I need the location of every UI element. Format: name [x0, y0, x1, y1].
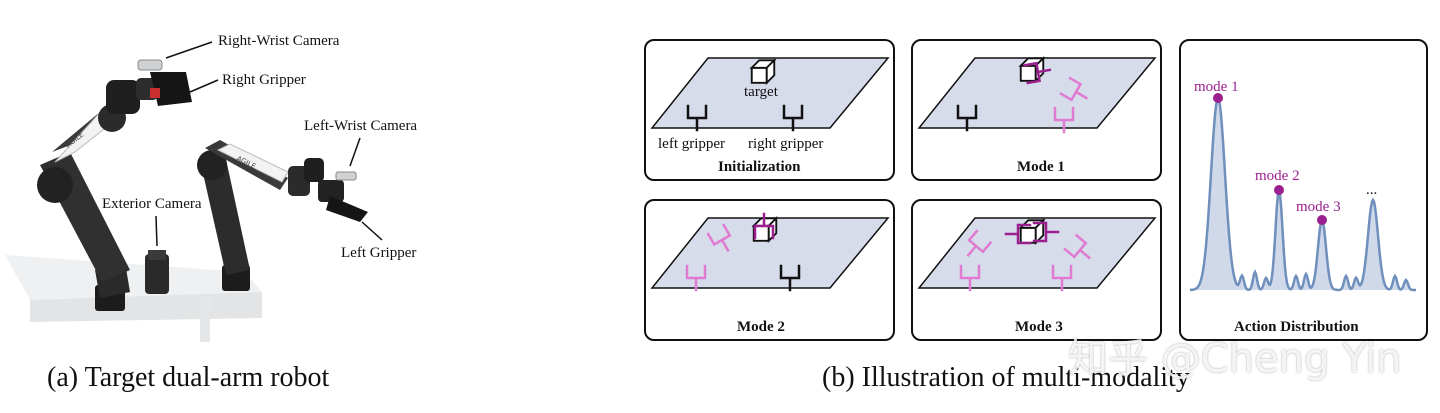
- distribution-area: [1190, 98, 1416, 290]
- panel-mode3: [911, 199, 1162, 341]
- callout-left-wrist: [349, 137, 361, 167]
- init-left-gripper-label: left gripper: [658, 136, 726, 152]
- init-target-cube: [750, 59, 776, 84]
- peak-label-mode1: mode 1: [1194, 79, 1239, 95]
- panel-mode2: [644, 199, 895, 341]
- init-right-gripper-label: right gripper: [748, 136, 824, 152]
- panel-initialization: [644, 39, 895, 181]
- init-plane: [650, 57, 890, 129]
- peak-marker-mode1: [1213, 93, 1223, 103]
- robot-illustration: AGILE AGILE: [5, 41, 383, 342]
- caption-a: (a) Target dual-arm robot: [47, 362, 330, 393]
- label-left-wrist-camera: Left-Wrist Camera: [304, 118, 418, 134]
- multimodality-diagram: mode 1 mode 2 mode 3 ...: [644, 39, 1428, 341]
- peak-label-mode3: mode 3: [1296, 199, 1341, 215]
- panel-action-distribution: mode 1 mode 2 mode 3 ...: [1179, 39, 1428, 341]
- mode3-panel-title: Mode 3: [1015, 319, 1063, 335]
- exterior-camera: [145, 250, 169, 294]
- mode1-panel-title: Mode 1: [1017, 159, 1065, 175]
- distribution-panel-title: Action Distribution: [1234, 319, 1359, 335]
- table-top: [5, 255, 262, 300]
- callout-exterior: [155, 215, 158, 247]
- peak-label-more: ...: [1366, 182, 1377, 198]
- init-panel-title: Initialization: [718, 159, 801, 175]
- callout-left-gripper: [361, 221, 383, 241]
- label-left-gripper: Left Gripper: [341, 245, 417, 261]
- distribution-curve: [1190, 95, 1416, 292]
- caption-b: (b) Illustration of multi-modality: [822, 362, 1190, 393]
- mode1-plane: [917, 57, 1157, 129]
- init-target-label: target: [744, 84, 778, 100]
- callout-right-wrist: [165, 41, 213, 59]
- label-exterior-camera: Exterior Camera: [102, 196, 202, 212]
- mode2-plane: [650, 217, 890, 289]
- panel-mode1: [911, 39, 1162, 181]
- table-leg: [200, 296, 210, 342]
- mode2-panel-title: Mode 2: [737, 319, 785, 335]
- label-right-wrist-camera: Right-Wrist Camera: [218, 33, 340, 49]
- peak-marker-mode3: [1317, 215, 1327, 225]
- peak-label-mode2: mode 2: [1255, 168, 1300, 184]
- callout-right-gripper: [189, 79, 219, 93]
- left-arm: AGILE: [197, 140, 368, 291]
- peak-marker-mode2: [1274, 185, 1284, 195]
- label-right-gripper: Right Gripper: [222, 72, 306, 88]
- watermark: 知乎 @Cheng Yin: [1068, 336, 1402, 382]
